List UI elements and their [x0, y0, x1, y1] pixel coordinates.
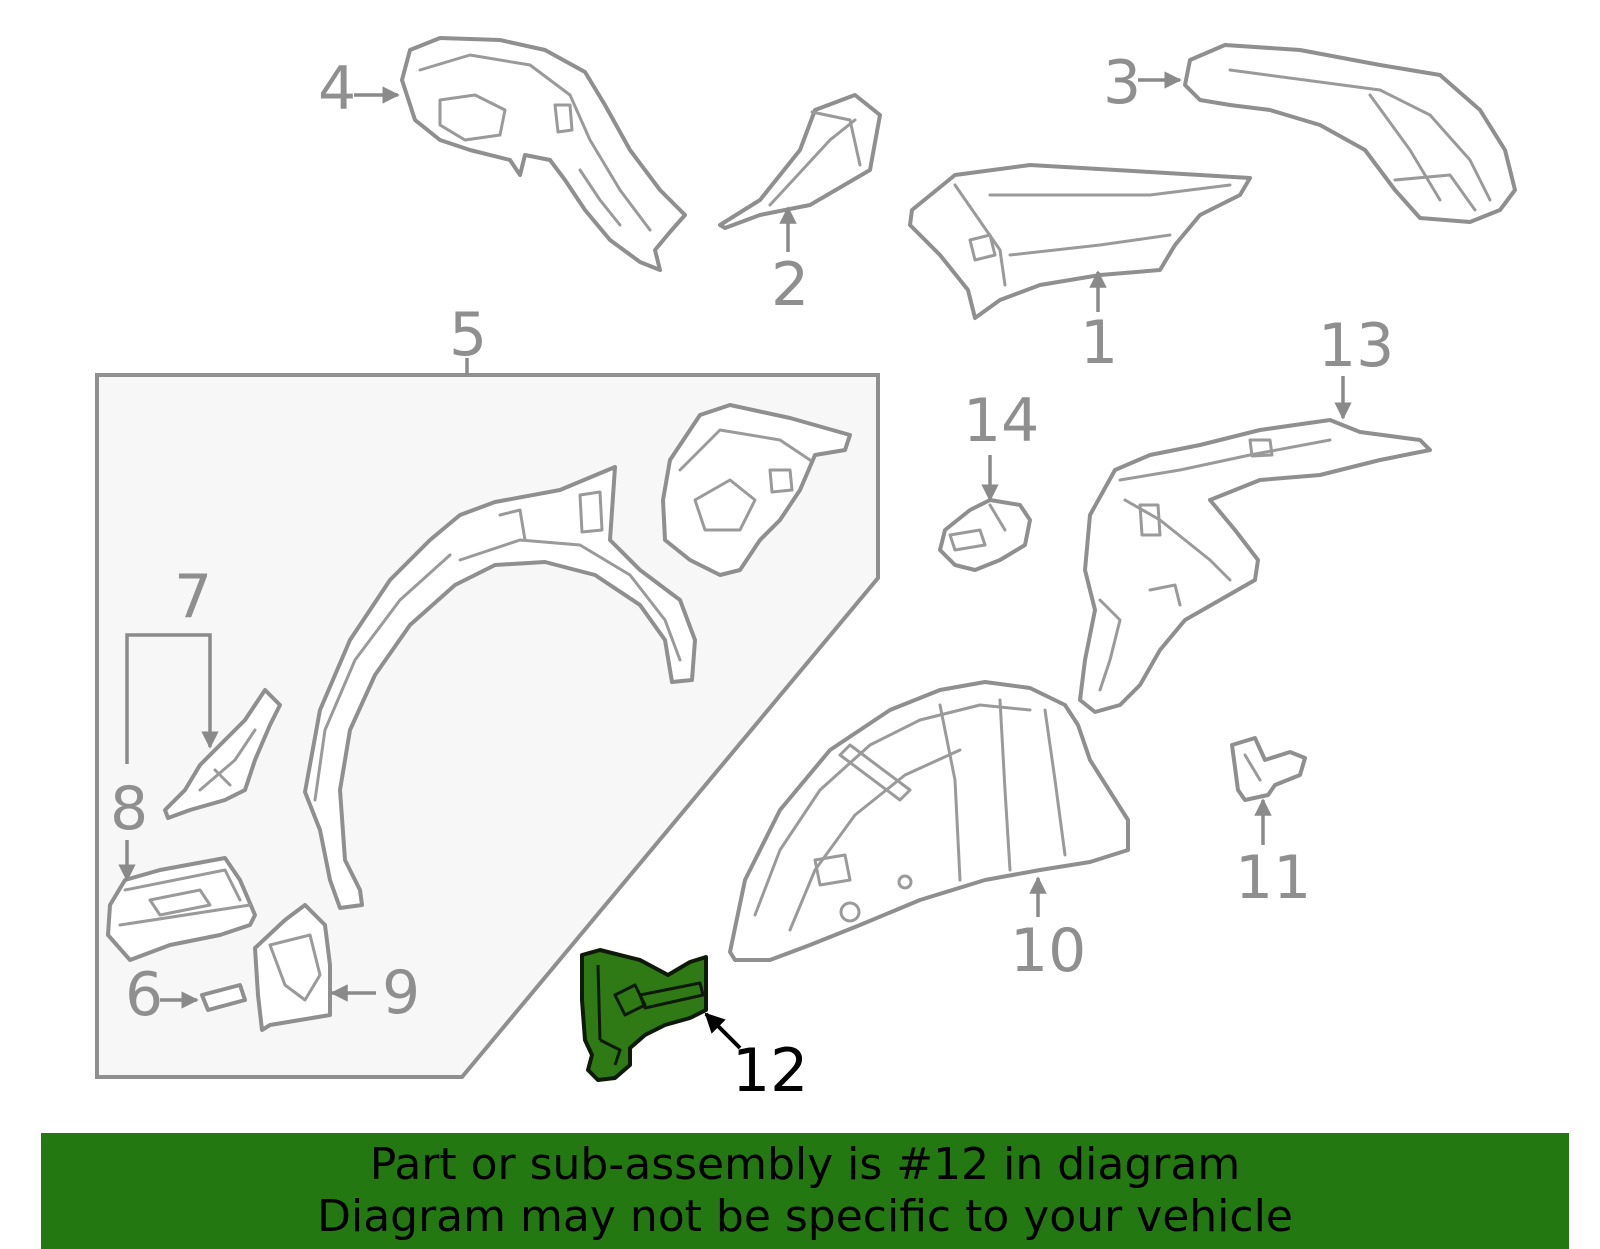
part-11[interactable] — [1230, 736, 1307, 802]
banner-line-1: Part or sub-assembly is #12 in diagram — [369, 1139, 1241, 1190]
callout-14: 14 — [963, 386, 1039, 502]
svg-text:8: 8 — [110, 774, 148, 844]
part-4[interactable] — [400, 36, 687, 272]
part-5-bracket[interactable] — [661, 403, 852, 577]
svg-text:2: 2 — [771, 250, 809, 320]
part-2[interactable] — [718, 93, 882, 230]
callout-10: 10 — [1010, 876, 1086, 986]
svg-text:7: 7 — [174, 562, 212, 632]
part-1[interactable] — [908, 163, 1252, 320]
svg-text:5: 5 — [449, 300, 487, 370]
callout-3: 3 — [1103, 48, 1182, 118]
part-12-highlighted[interactable] — [580, 948, 708, 1082]
part-5-arch[interactable] — [303, 465, 697, 910]
callout-11: 11 — [1235, 798, 1311, 913]
svg-text:10: 10 — [1010, 916, 1086, 986]
callout-13: 13 — [1318, 311, 1394, 420]
svg-text:12: 12 — [732, 1036, 808, 1106]
callout-4: 4 — [318, 54, 400, 124]
svg-text:14: 14 — [963, 386, 1039, 456]
svg-text:4: 4 — [318, 54, 356, 124]
part-13[interactable] — [1078, 418, 1432, 714]
info-banner: Part or sub-assembly is #12 in diagram D… — [41, 1133, 1569, 1249]
svg-text:9: 9 — [382, 958, 420, 1028]
part-6[interactable] — [200, 983, 247, 1012]
callout-2: 2 — [771, 206, 809, 320]
svg-text:1: 1 — [1080, 308, 1118, 378]
part-3[interactable] — [1183, 43, 1517, 224]
callout-9: 9 — [330, 958, 420, 1028]
part-8[interactable] — [106, 856, 257, 962]
svg-text:6: 6 — [125, 960, 163, 1030]
part-10[interactable] — [728, 680, 1130, 962]
part-7[interactable] — [163, 688, 282, 820]
callout-7: 7 — [125, 562, 219, 764]
callout-6: 6 — [125, 960, 199, 1030]
svg-text:13: 13 — [1318, 311, 1394, 381]
callout-1: 1 — [1080, 270, 1118, 378]
banner-line-2: Diagram may not be specific to your vehi… — [317, 1191, 1293, 1242]
svg-text:3: 3 — [1103, 48, 1141, 118]
callout-12: 12 — [704, 1012, 808, 1106]
svg-text:11: 11 — [1235, 843, 1311, 913]
part-14[interactable] — [938, 498, 1032, 572]
callout-5: 5 — [449, 300, 487, 370]
part-9[interactable] — [253, 903, 332, 1032]
callout-8: 8 — [110, 774, 148, 882]
